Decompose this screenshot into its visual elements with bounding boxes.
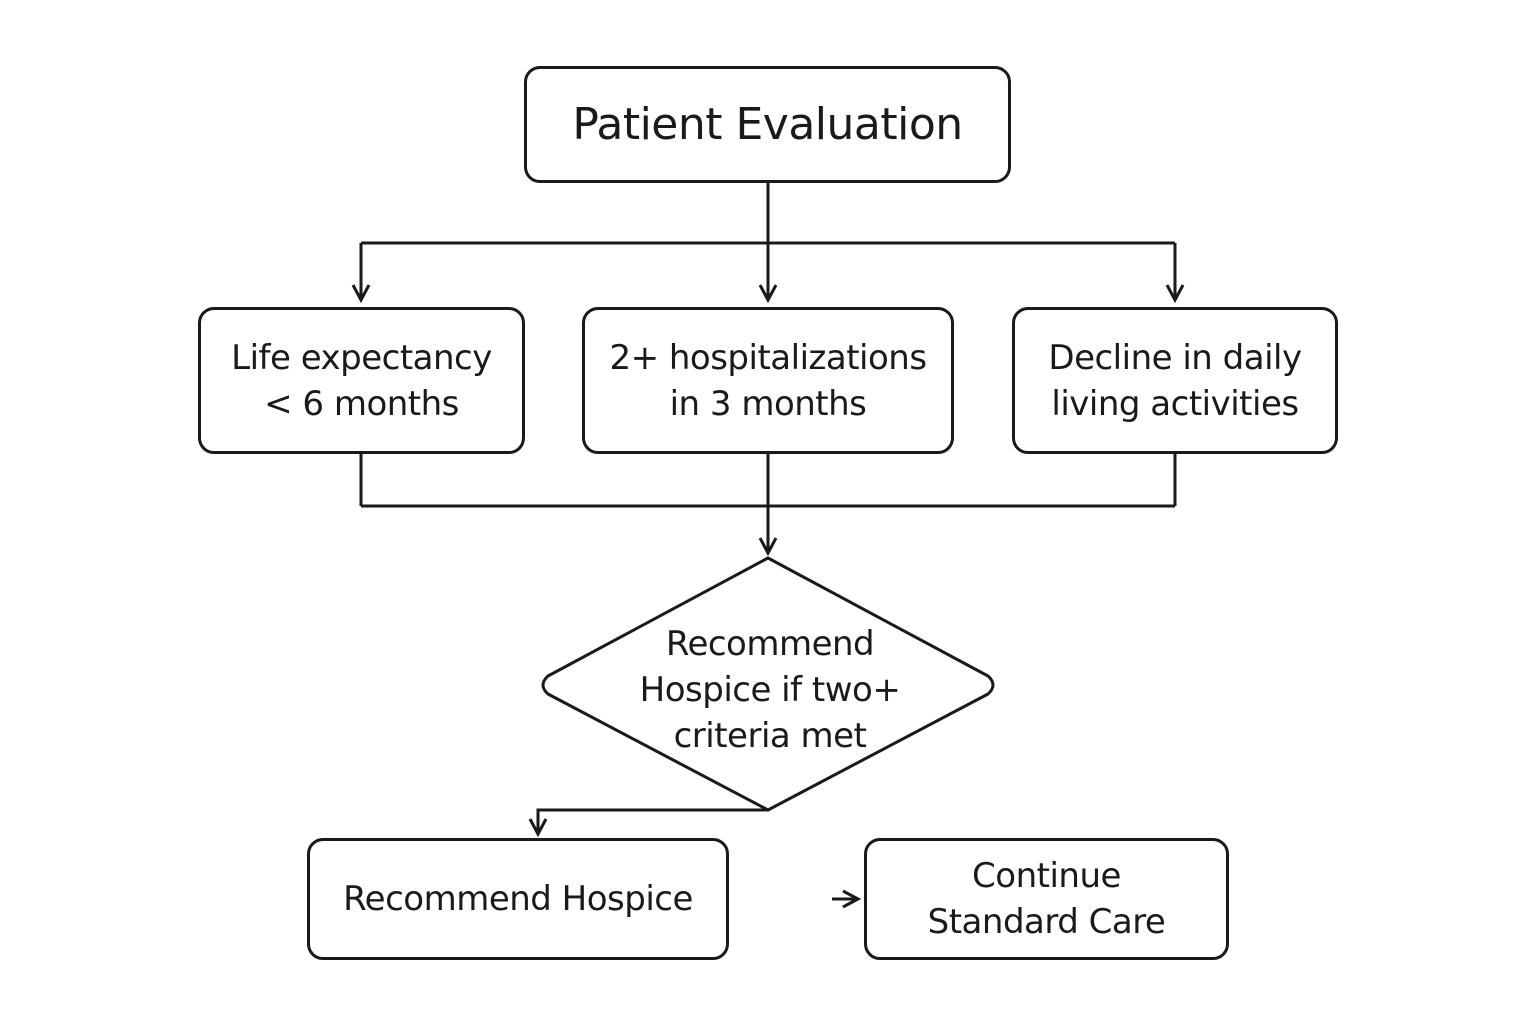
decision-node: Recommend Hospice if two+ criteria met bbox=[560, 620, 980, 760]
hospitalizations-node: 2+ hospitalizations in 3 months bbox=[582, 307, 954, 454]
arrow-to-recommend-hospice bbox=[538, 808, 768, 834]
life-expectancy-node: Life expectancy < 6 months bbox=[198, 307, 525, 454]
hospitalizations-label: 2+ hospitalizations in 3 months bbox=[609, 337, 927, 424]
continue-care-node: Continue Standard Care bbox=[864, 838, 1229, 960]
patient-evaluation-label: Patient Evaluation bbox=[572, 98, 963, 150]
decline-node: Decline in daily living activities bbox=[1012, 307, 1338, 454]
life-expectancy-label: Life expectancy < 6 months bbox=[231, 337, 492, 424]
recommend-hospice-label: Recommend Hospice bbox=[343, 879, 693, 919]
decline-label: Decline in daily living activities bbox=[1048, 337, 1302, 424]
recommend-hospice-node: Recommend Hospice bbox=[307, 838, 729, 960]
patient-evaluation-node: Patient Evaluation bbox=[524, 66, 1011, 183]
continue-care-label: Continue Standard Care bbox=[927, 856, 1166, 942]
decision-label: Recommend Hospice if two+ criteria met bbox=[639, 624, 901, 756]
